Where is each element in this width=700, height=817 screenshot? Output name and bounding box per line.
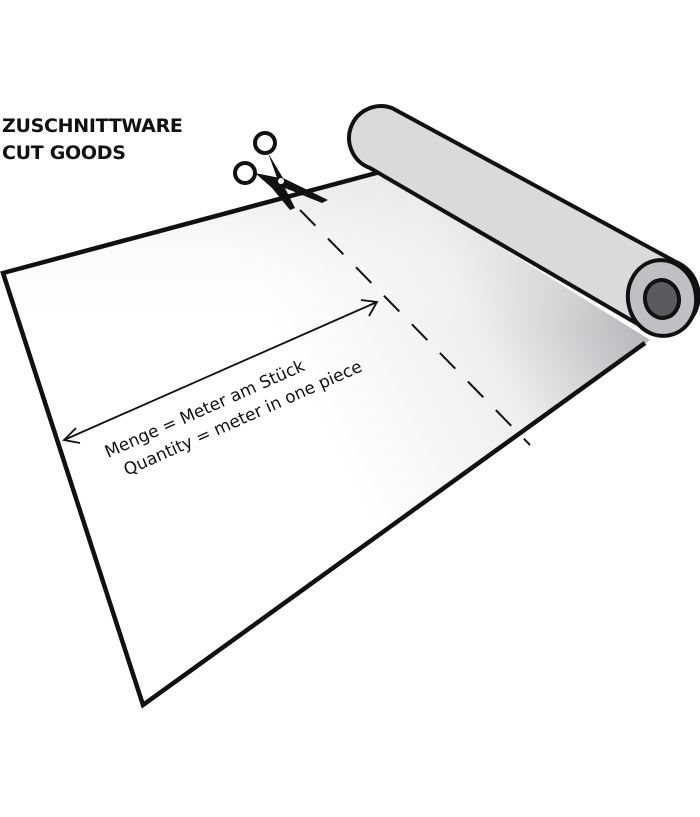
measurement-arrow xyxy=(62,299,379,444)
cut-line xyxy=(299,209,531,446)
title-block: ZUSCHNITTWARE CUT GOODS xyxy=(2,113,183,167)
title-english: CUT GOODS xyxy=(2,142,126,164)
title-german: ZUSCHNITTWARE xyxy=(2,115,183,137)
fabric-roll xyxy=(347,104,700,338)
scissors-icon xyxy=(233,131,328,210)
fabric-sheet xyxy=(0,169,650,709)
